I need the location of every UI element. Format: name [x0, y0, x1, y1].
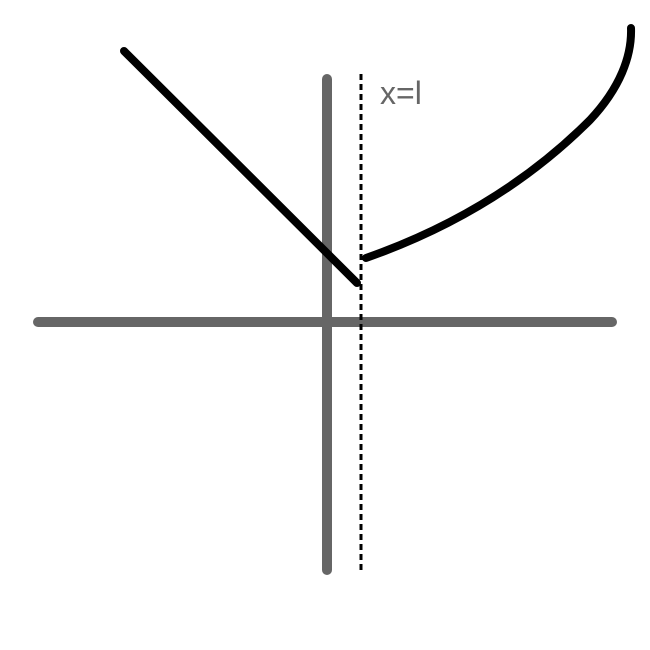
right-branch-curve [362, 24, 636, 262]
asymptote-label: x=l [380, 75, 422, 111]
left-branch-line [120, 47, 361, 287]
